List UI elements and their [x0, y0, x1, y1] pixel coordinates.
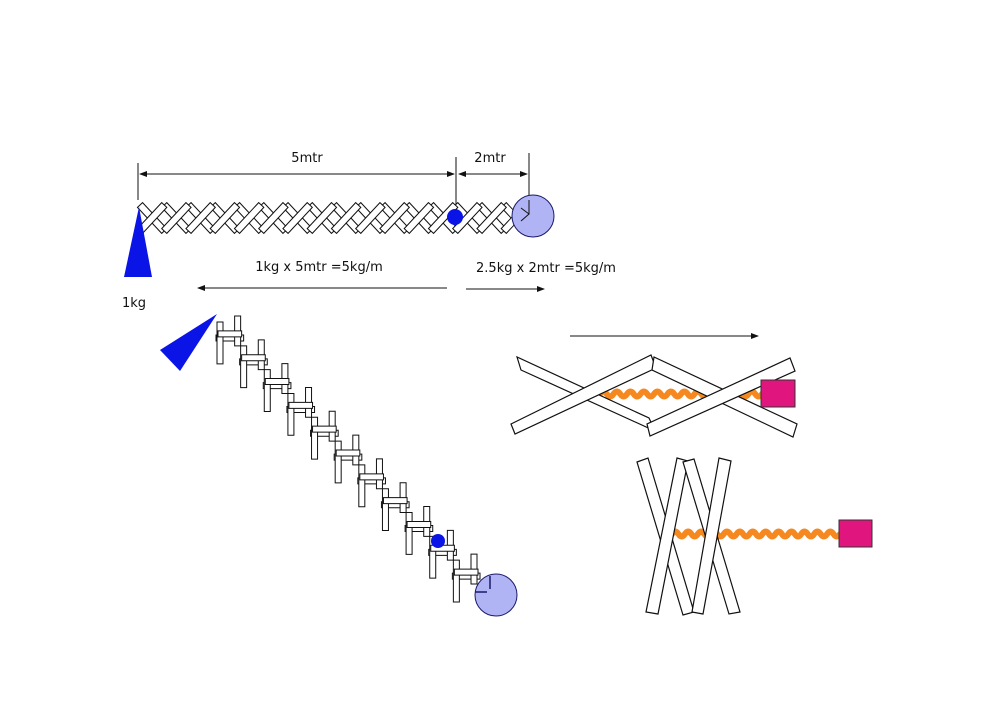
lattice-bar — [382, 497, 408, 505]
lattice-bar — [233, 201, 265, 235]
lattice-bar — [241, 354, 266, 362]
dim-label-short: 2mtr — [474, 151, 506, 166]
lattice-bar — [306, 201, 338, 235]
lattice-bar — [263, 369, 271, 412]
folded-arm-diagram — [160, 314, 518, 617]
circle-weight-icon — [511, 194, 555, 238]
lattice-bar — [379, 201, 411, 235]
strut — [646, 357, 796, 437]
lattice-bar — [334, 440, 342, 484]
base-triangle-icon — [160, 314, 217, 371]
lattice-bar — [257, 201, 289, 235]
base-mass-label: 1kg — [122, 296, 146, 311]
lattice-bar — [476, 201, 508, 235]
compressed-spring-mechanism — [636, 457, 873, 616]
lattice-bar — [185, 201, 217, 235]
lattice-bar — [335, 449, 361, 457]
base-triangle-icon — [124, 207, 152, 277]
lattice-bar — [406, 520, 432, 528]
lattice-bar — [405, 512, 413, 555]
lattice-bar — [451, 201, 483, 235]
pivot-dot-icon — [431, 534, 445, 548]
strut — [645, 457, 689, 615]
dim-label-long: 5mtr — [291, 151, 323, 166]
lattice-bar — [453, 568, 479, 576]
lattice-bar — [354, 201, 386, 235]
square-block-icon — [838, 519, 873, 548]
scissor-lattice-diagonal — [215, 315, 481, 603]
lattice-bar — [381, 488, 389, 532]
lattice-bar — [358, 464, 366, 508]
top-arm-diagram: 5mtr 2mtr 1kg x 5mtr =5kg/m 2.5kg x 2mtr… — [122, 151, 616, 311]
extended-spring-mechanism — [510, 333, 798, 438]
moment-label-right: 2.5kg x 2mtr =5kg/m — [476, 261, 616, 276]
lattice-bar — [216, 321, 224, 365]
lattice-bar — [311, 416, 319, 460]
lattice-bar — [209, 201, 241, 235]
weight-attachment — [520, 200, 530, 222]
lattice-bar — [240, 345, 248, 389]
lattice-bar — [264, 378, 290, 386]
lattice-bar — [312, 425, 337, 433]
square-block-icon — [760, 379, 796, 408]
lattice-bar — [160, 201, 192, 235]
circle-weight-icon — [474, 573, 518, 617]
strut — [691, 457, 732, 615]
lattice-bar — [330, 201, 362, 235]
weight-attachment — [475, 576, 491, 593]
lattice-bar — [403, 201, 435, 235]
moment-label-left: 1kg x 5mtr =5kg/m — [255, 260, 383, 275]
lattice-bar — [359, 473, 384, 481]
lattice-bar — [287, 392, 295, 436]
lattice-bar — [452, 559, 460, 603]
lattice-bar — [288, 401, 314, 409]
lattice-bar — [282, 201, 314, 235]
lattice-bar — [217, 330, 243, 338]
spring-icon — [669, 528, 843, 540]
pivot-dot-icon — [447, 209, 463, 225]
scissor-lattice-horizontal — [136, 201, 532, 235]
